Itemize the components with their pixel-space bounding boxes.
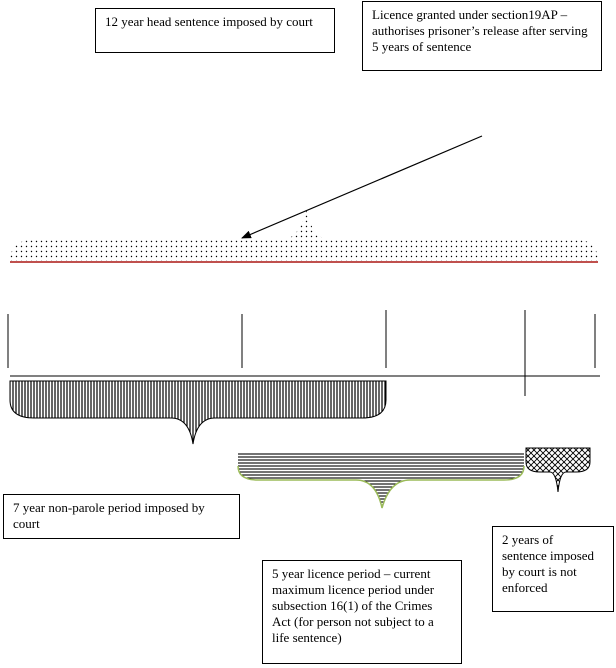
non-parole-brace (9, 380, 387, 445)
not-enforced-label: 2 years of sentence imposed by court is … (492, 526, 614, 612)
head-sentence-label: 12 year head sentence imposed by court (95, 8, 335, 53)
non-parole-label: 7 year non-parole period imposed by cour… (3, 494, 240, 539)
licence-granted-label: Licence granted under section19AP – auth… (362, 1, 602, 71)
licence-period-label: 5 year licence period – current maximum … (262, 560, 462, 664)
licence-period-brace (238, 452, 524, 508)
unenforced-brace (525, 447, 591, 493)
licence-arrow (241, 135, 483, 239)
licence-period-brace-edge (237, 465, 525, 509)
head-sentence-brace (10, 208, 598, 262)
